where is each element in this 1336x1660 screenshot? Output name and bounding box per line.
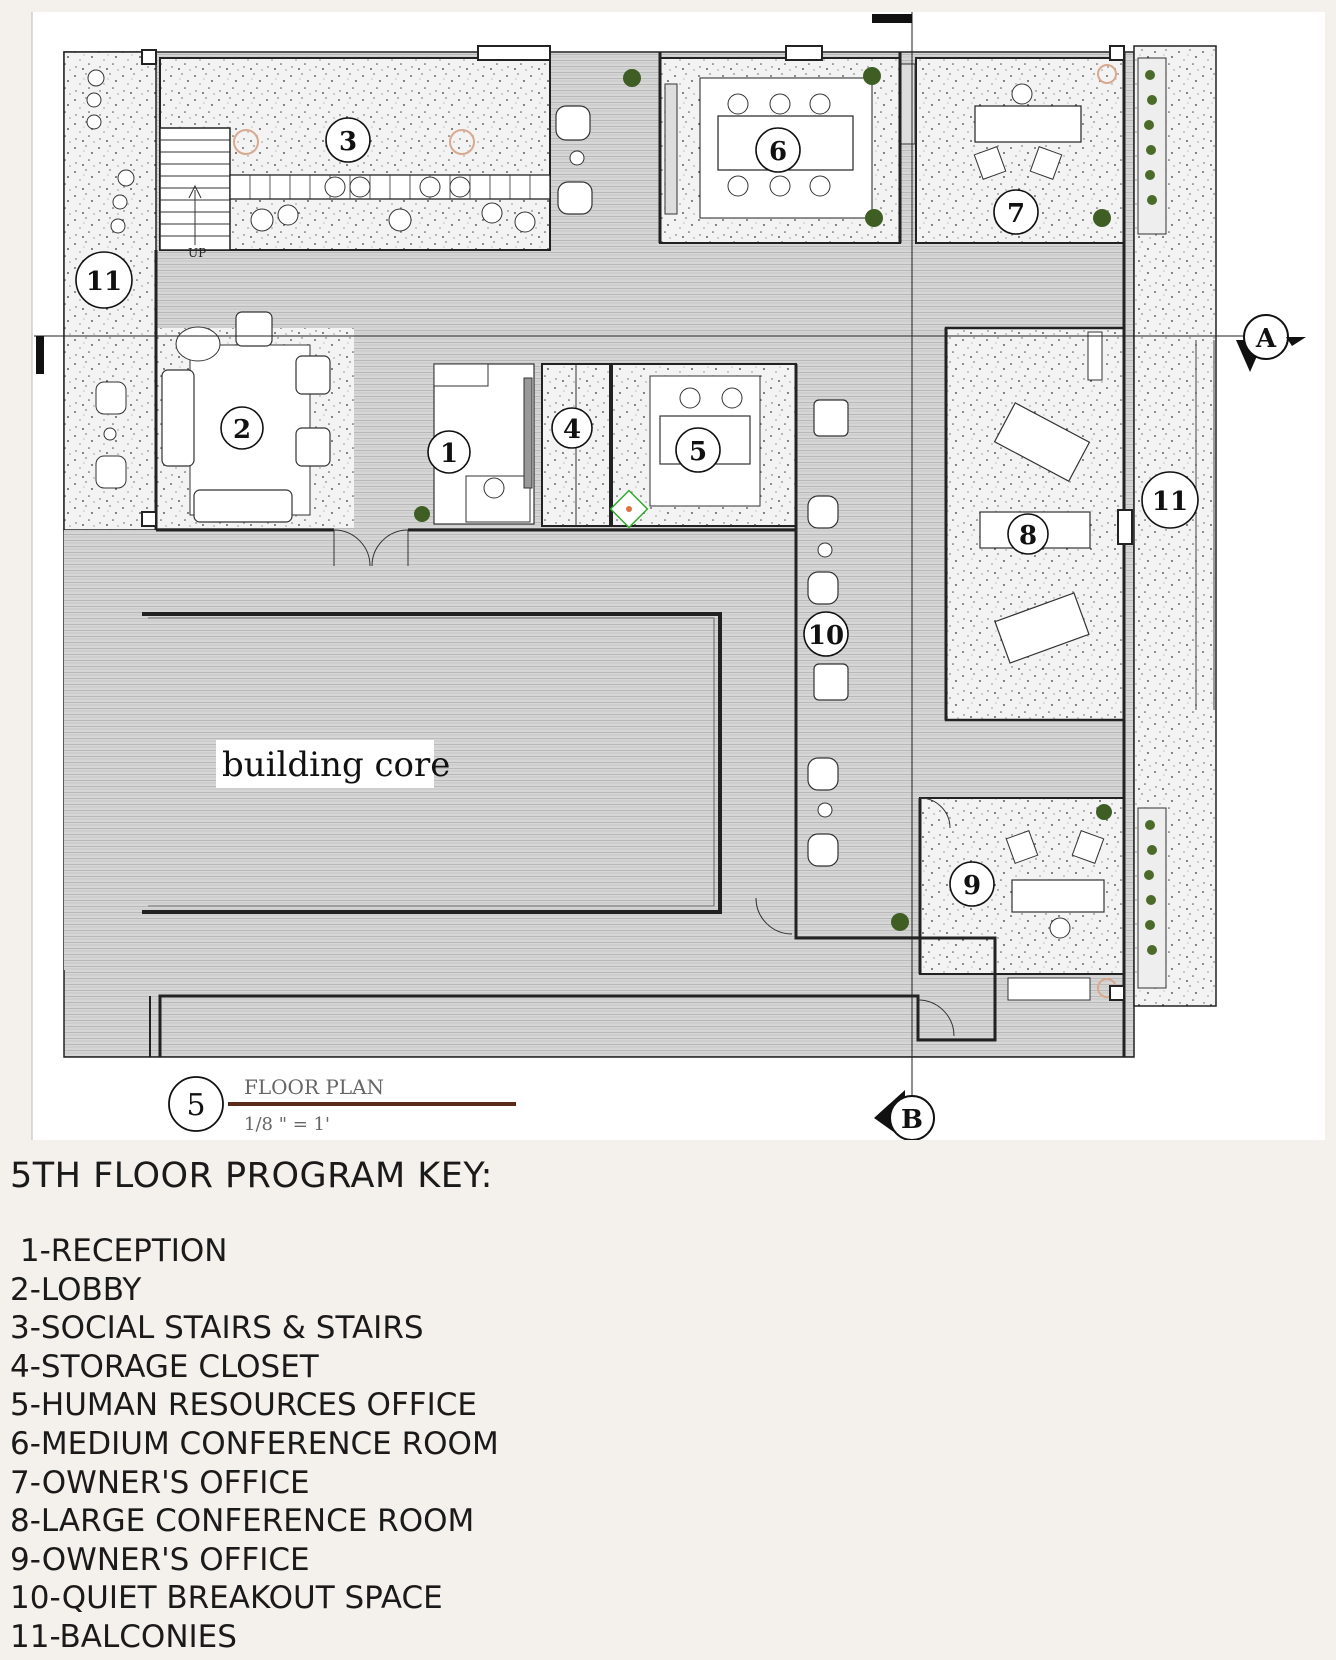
program-key-item: 2-LOBBY <box>10 1271 142 1308</box>
program-key-item: 4-STORAGE CLOSET <box>10 1348 319 1385</box>
room-number-2: 2 <box>233 415 251 445</box>
room-number-4: 4 <box>563 415 581 445</box>
program-key-item: 8-LARGE CONFERENCE ROOM <box>10 1503 475 1540</box>
section-b-label: B <box>901 1105 923 1135</box>
room-tag-11-west <box>75 251 133 309</box>
program-key-item: 7-OWNER'S OFFICE <box>10 1464 310 1501</box>
program-key-item: 10-QUIET BREAKOUT SPACE <box>10 1580 443 1617</box>
drawing-title: FLOOR PLAN <box>244 1075 384 1099</box>
program-key-item: 3-SOCIAL STAIRS & STAIRS <box>10 1310 424 1347</box>
section-a-label: A <box>1255 324 1277 354</box>
room-number-1: 1 <box>440 439 458 469</box>
program-key-item: 9-OWNER'S OFFICE <box>10 1541 310 1578</box>
room-number-8: 8 <box>1019 521 1037 551</box>
room-number-10: 10 <box>808 621 844 651</box>
room-tag-1 <box>427 430 471 474</box>
room-tag-2 <box>220 406 264 450</box>
room-number-7: 7 <box>1007 199 1025 229</box>
room-tag-9 <box>949 861 995 907</box>
room-number-9: 9 <box>963 871 981 901</box>
program-key-item: 6-MEDIUM CONFERENCE ROOM <box>10 1425 499 1462</box>
room-number-5: 5 <box>689 437 707 467</box>
room-tag-7 <box>993 189 1039 235</box>
room-tag-8 <box>1007 513 1049 555</box>
drawing-title-block: 5 FLOOR PLAN 1/8 " = 1' <box>168 1075 516 1135</box>
section-marker-b: B <box>874 1090 935 1140</box>
building-core-label: building core <box>222 745 450 785</box>
room-tag-10 <box>803 611 849 657</box>
floor-plan-drawing: UP <box>31 12 1325 1140</box>
program-key-title: 5TH FLOOR PROGRAM KEY: <box>10 1156 493 1196</box>
program-key-list: 1-RECEPTION 2-LOBBY 3-SOCIAL STAIRS & ST… <box>10 1232 499 1657</box>
program-key-item: 11-BALCONIES <box>10 1618 237 1655</box>
room-tag-5 <box>675 427 721 473</box>
room-number-6: 6 <box>769 137 787 167</box>
room-number-11-west: 11 <box>86 267 122 297</box>
section-marker-a: A <box>1236 314 1306 372</box>
room-number-3: 3 <box>339 127 357 157</box>
room-tag-6 <box>755 127 801 173</box>
program-key-item: 5-HUMAN RESOURCES OFFICE <box>10 1387 477 1424</box>
program-key-item: 1-RECEPTION <box>10 1233 228 1269</box>
room-tag-11-east <box>1141 471 1199 529</box>
room-number-11-east: 11 <box>1152 487 1188 517</box>
room-tag-4 <box>551 407 593 449</box>
stair-up-label: UP <box>188 246 206 260</box>
drawing-number: 5 <box>186 1088 205 1123</box>
room-tag-3 <box>325 117 371 163</box>
drawing-scale: 1/8 " = 1' <box>244 1114 330 1135</box>
